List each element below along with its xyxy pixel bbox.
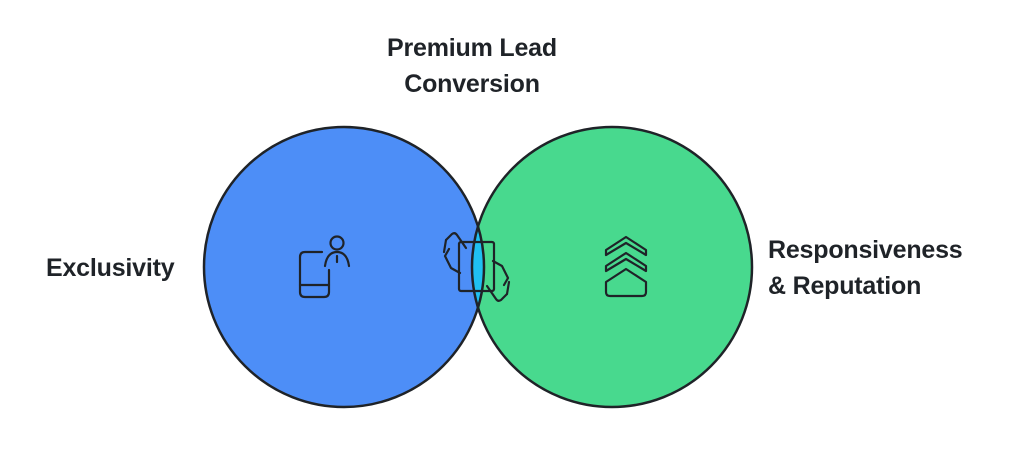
right-set-label-line2: & Reputation — [768, 272, 922, 300]
right-set-label-line1: Responsiveness — [768, 236, 963, 264]
hands-holding-card-icon — [442, 232, 511, 302]
right-set-label: Responsiveness & Reputation — [768, 232, 1008, 304]
intersection-label-line1: Premium Lead — [387, 34, 557, 62]
left-circle-outline — [202, 125, 486, 409]
user-phone-icon — [298, 235, 351, 299]
intersection-label-line2: Conversion — [404, 70, 540, 98]
left-set-label: Exclusivity — [46, 250, 196, 286]
left-circle — [204, 127, 484, 407]
left-set-label-text: Exclusivity — [46, 254, 175, 282]
right-circle-outline — [470, 125, 754, 409]
chevrons-up-icon — [604, 235, 648, 298]
intersection-label: Premium Lead Conversion — [372, 30, 572, 102]
